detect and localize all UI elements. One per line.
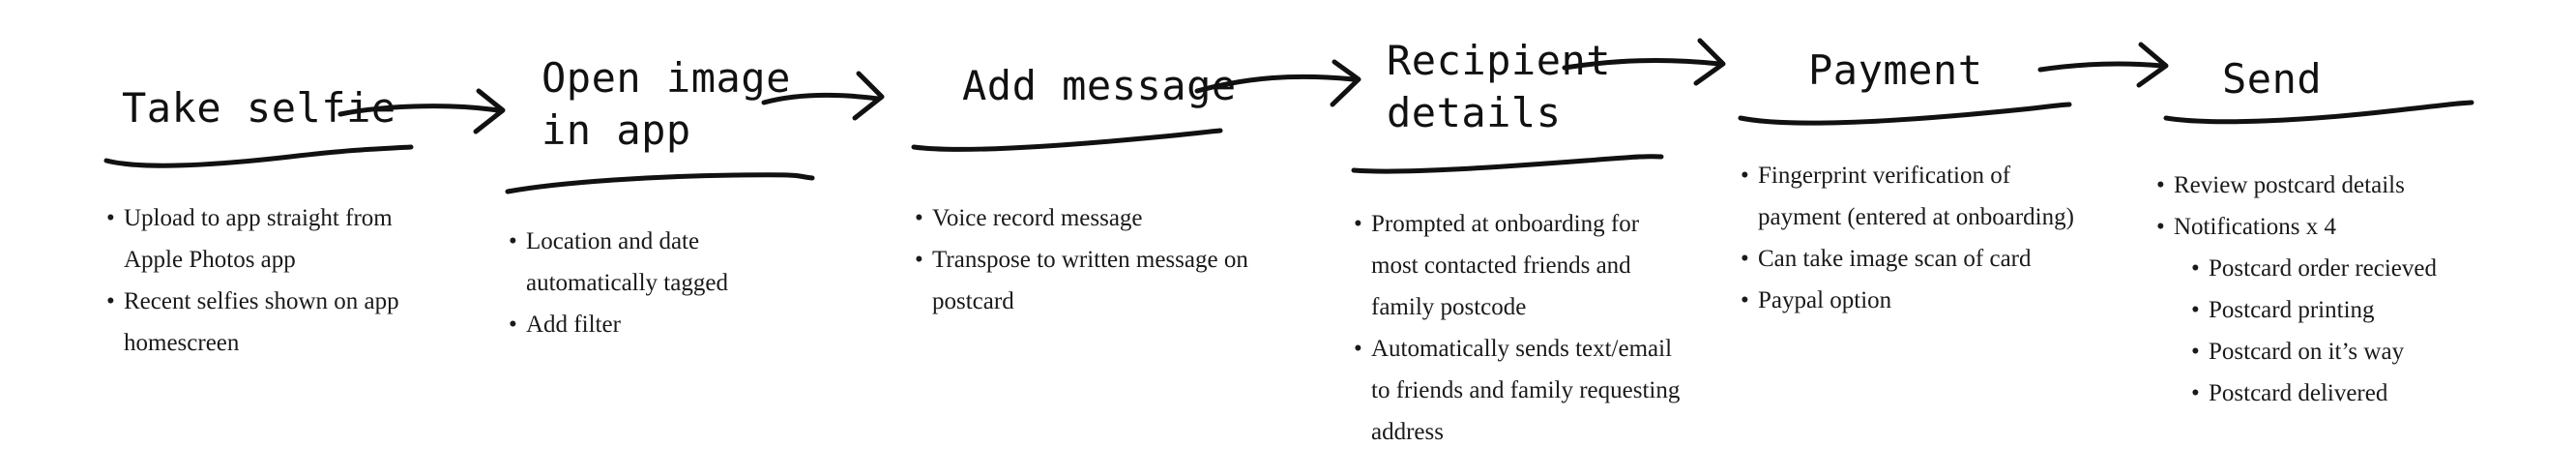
- title-line: Take selfie: [122, 84, 396, 132]
- list-item: Postcard order recieved: [2191, 248, 2437, 289]
- step-4-bullets: Prompted at onboarding for most contacte…: [1354, 203, 1690, 453]
- step-3-bullets: Voice record message Transpose to writte…: [915, 197, 1280, 322]
- step-title-open-image: Open image in app: [542, 52, 791, 157]
- list-item: Paypal option: [1741, 280, 2087, 321]
- list-item: Location and date automatically tagged: [509, 221, 758, 304]
- step-4-underline: [1351, 154, 1664, 174]
- list-item: Can take image scan of card: [1741, 238, 2087, 280]
- title-line: Send: [2222, 55, 2323, 103]
- list-item: Notifications x 4: [2156, 206, 2437, 248]
- list-item: Voice record message: [915, 197, 1280, 239]
- list-item: Transpose to written message on postcard: [915, 239, 1280, 322]
- arrow-5: [2037, 42, 2169, 88]
- step-1-bullets: Upload to app straight from Apple Photos…: [106, 197, 414, 364]
- list-item: Postcard delivered: [2191, 372, 2437, 414]
- step-2-underline: [505, 172, 815, 194]
- step-5-bullets: Fingerprint verification of payment (ent…: [1741, 155, 2087, 321]
- step-title-take-selfie: Take selfie: [122, 82, 396, 134]
- list-item: Postcard printing: [2191, 289, 2437, 331]
- list-item: Postcard on it’s way: [2191, 331, 2437, 372]
- step-6-bullets: Review postcard details Notifications x …: [2156, 164, 2437, 414]
- arrow-3: [1194, 59, 1361, 107]
- arrow-1: [337, 88, 506, 134]
- arrow-4: [1562, 38, 1726, 86]
- title-line: Recipient: [1387, 37, 1612, 84]
- step-1-underline: [103, 144, 414, 168]
- list-item: Recent selfies shown on app homescreen: [106, 281, 414, 364]
- list-item: Upload to app straight from Apple Photos…: [106, 197, 414, 281]
- step-3-underline: [911, 128, 1223, 152]
- step-2-bullets: Location and date automatically tagged A…: [509, 221, 758, 345]
- title-line: in app: [542, 106, 691, 154]
- step-6-underline: [2163, 100, 2474, 125]
- step-title-recipient-details: Recipient details: [1387, 35, 1611, 139]
- list-item: Automatically sends text/email to friend…: [1354, 328, 1690, 453]
- title-line: Payment: [1808, 46, 1983, 94]
- list-item: Fingerprint verification of payment (ent…: [1741, 155, 2087, 238]
- list-item: Prompted at onboarding for most contacte…: [1354, 203, 1690, 328]
- list-item: Review postcard details: [2156, 164, 2437, 206]
- list-item: Add filter: [509, 304, 758, 345]
- title-line: Open image: [542, 54, 791, 102]
- step-title-send: Send: [2222, 53, 2322, 105]
- step-title-add-message: Add message: [962, 60, 1237, 112]
- title-line: Add message: [962, 62, 1237, 109]
- arrow-2: [761, 71, 885, 121]
- step-title-payment: Payment: [1808, 45, 1983, 97]
- title-line: details: [1387, 89, 1562, 136]
- step-5-underline: [1738, 102, 2072, 126]
